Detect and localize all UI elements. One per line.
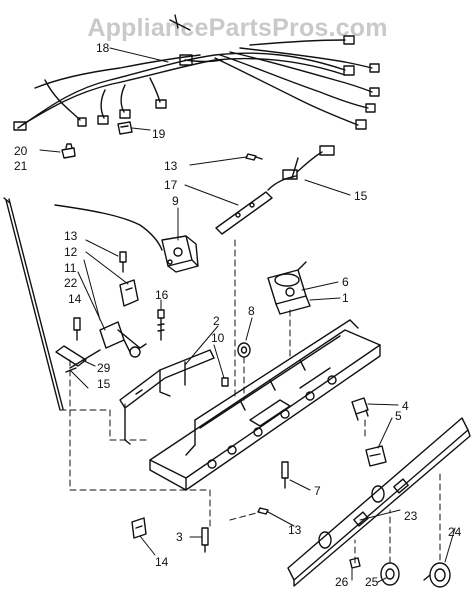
callout-11: 11 bbox=[64, 261, 77, 275]
part-27-knob bbox=[380, 562, 400, 586]
callout-2: 2 bbox=[213, 314, 220, 328]
part-11-bracket bbox=[119, 279, 139, 307]
part-24-damper-control bbox=[99, 321, 147, 358]
callout-27: 25 bbox=[365, 575, 379, 589]
part-10-screw bbox=[221, 377, 229, 387]
callout-25: 23 bbox=[404, 509, 418, 523]
callout-3: 3 bbox=[176, 530, 183, 544]
callout-4: 4 bbox=[402, 399, 409, 413]
callout-15: 15 bbox=[97, 377, 111, 391]
part-22-clip bbox=[61, 143, 76, 159]
callout-17: 15 bbox=[354, 189, 368, 203]
callout-7: 7 bbox=[314, 484, 321, 498]
callout-10: 10 bbox=[211, 331, 225, 345]
part-26-knob bbox=[423, 562, 451, 588]
part-13-screw-lower bbox=[257, 507, 269, 515]
part-4-switch bbox=[351, 397, 369, 421]
callout-1: 1 bbox=[342, 291, 349, 305]
part-1-control-housing bbox=[149, 319, 381, 491]
callout-8: 8 bbox=[248, 304, 255, 318]
part-21-clip bbox=[117, 121, 133, 135]
part-5-switch bbox=[365, 445, 387, 467]
part-18-screw bbox=[157, 309, 165, 341]
callout-12: 12 bbox=[64, 245, 78, 259]
callout-9: 9 bbox=[172, 194, 179, 208]
part-29-linkage bbox=[55, 345, 101, 373]
callout-20: 18 bbox=[96, 41, 110, 55]
callout-13-low: 13 bbox=[288, 523, 302, 537]
part-12-screw bbox=[119, 251, 127, 273]
leader-lines bbox=[39, 47, 456, 583]
callout-6: 6 bbox=[342, 275, 349, 289]
callout-13-top: 13 bbox=[164, 159, 178, 173]
assembly-lines bbox=[59, 239, 441, 564]
callout-21: 19 bbox=[152, 127, 166, 141]
watermark-text: AppliancePartsPros.com bbox=[87, 14, 388, 42]
callout-26: 24 bbox=[448, 525, 462, 539]
part-8-grommet bbox=[237, 342, 251, 358]
part-14-clip bbox=[131, 517, 147, 539]
part-25-console-panel bbox=[287, 417, 471, 587]
part-3-screw bbox=[201, 527, 209, 553]
callout-16: 14 bbox=[68, 292, 82, 306]
part-17-heater-lead bbox=[267, 145, 335, 191]
callout-22: 20 bbox=[14, 144, 28, 158]
wiring-harness bbox=[13, 14, 380, 131]
callout-19: 17 bbox=[164, 178, 178, 192]
callout-23: 21 bbox=[14, 159, 28, 173]
part-19-bracket bbox=[215, 191, 273, 235]
callout-28: 26 bbox=[335, 575, 349, 589]
callout-14: 14 bbox=[155, 555, 169, 569]
callout-13-mid: 13 bbox=[64, 229, 78, 243]
callout-5: 5 bbox=[395, 409, 402, 423]
part-13-screw-top bbox=[245, 153, 263, 161]
part-16-screw bbox=[73, 317, 81, 341]
part-6-control-unit bbox=[267, 261, 311, 315]
callout-labels: 18 19 20 21 13 17 15 9 13 12 11 22 14 16… bbox=[14, 41, 462, 589]
callout-24: 22 bbox=[64, 276, 78, 290]
callout-29: 29 bbox=[97, 361, 111, 375]
part-2-mounting-bracket bbox=[119, 349, 215, 445]
part-7-screw bbox=[281, 461, 289, 489]
callout-18: 16 bbox=[155, 288, 169, 302]
part-23-rod bbox=[3, 197, 64, 411]
